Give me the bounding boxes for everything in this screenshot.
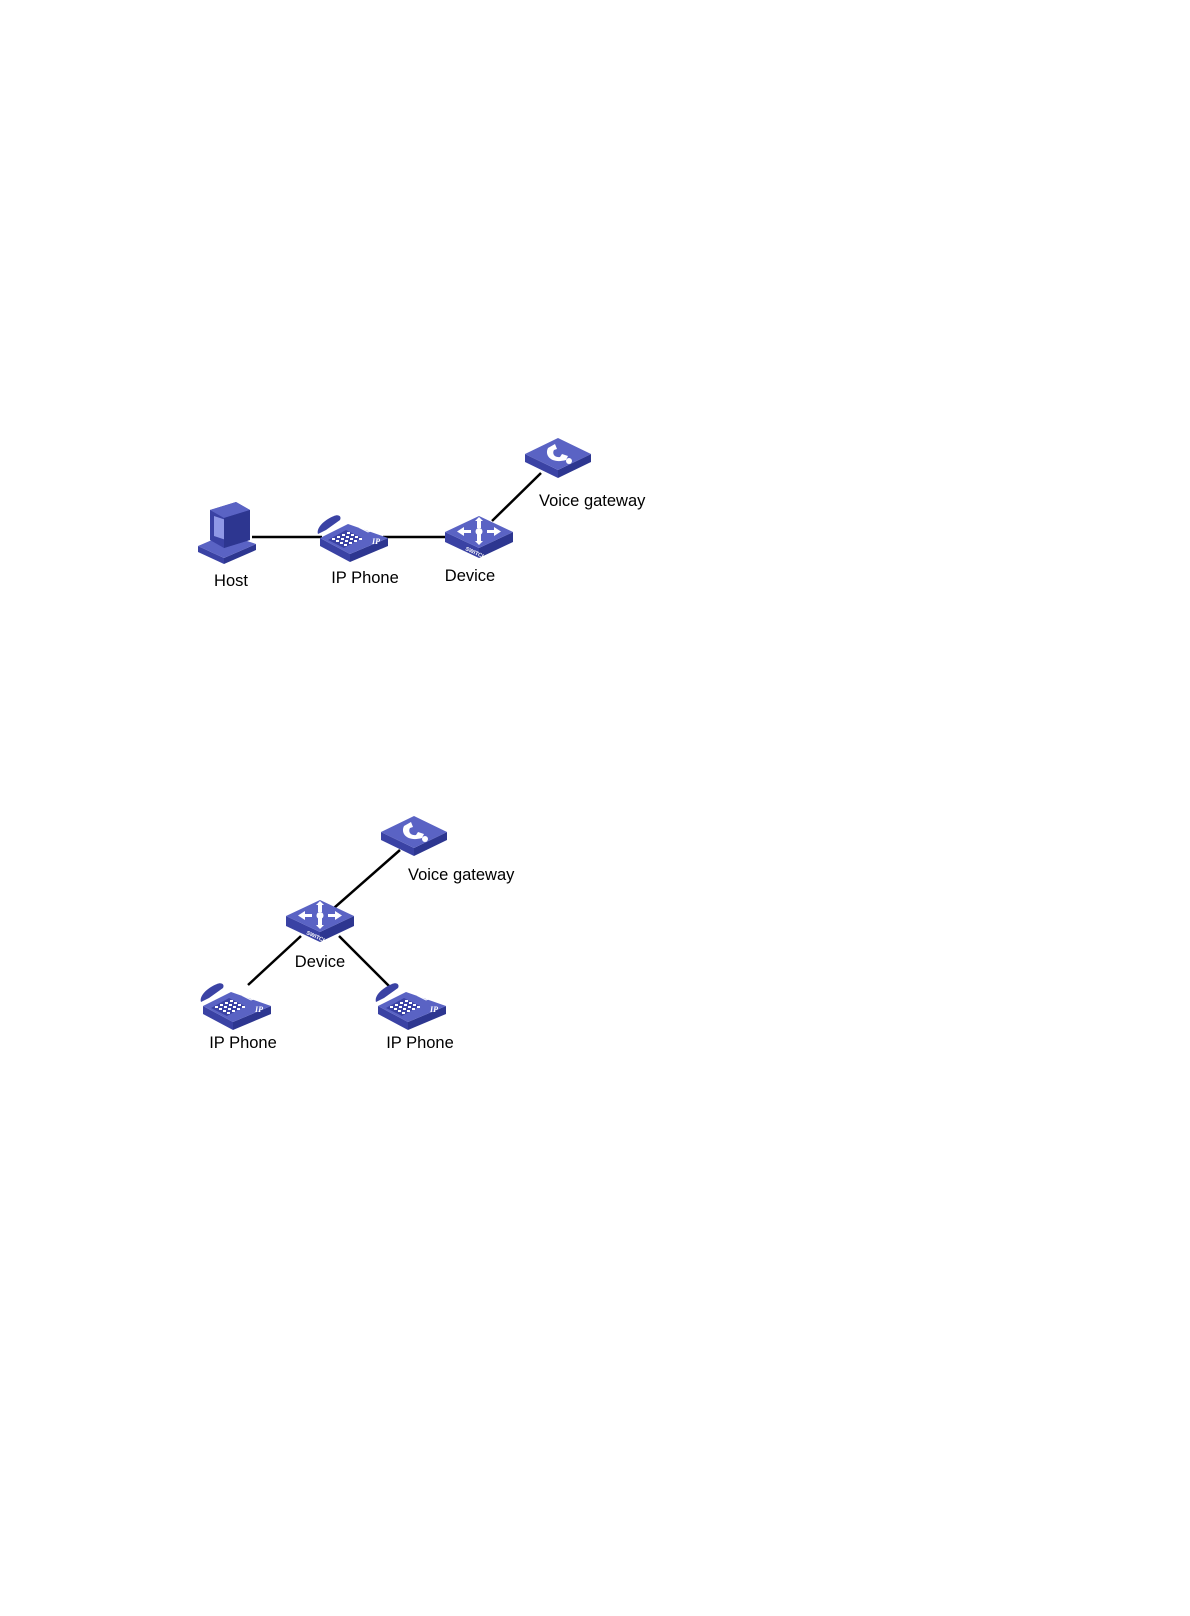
diagram1-node-voice-gateway: Voice gateway <box>525 438 646 510</box>
switch-icon <box>445 516 513 561</box>
computer-icon <box>198 502 256 564</box>
node-label-ip-phone-left: IP Phone <box>209 1034 277 1052</box>
diagram2-node-device: Device <box>286 900 354 971</box>
diagram1-node-host: Host <box>198 502 256 590</box>
node-label-device: Device <box>445 567 495 585</box>
link-device-voice-gateway-2 <box>334 850 400 908</box>
link-device-ip-phone-left <box>248 936 301 985</box>
diagram1-node-device: Device <box>445 516 513 585</box>
ip-phone-icon <box>201 983 271 1030</box>
diagram2-node-ip-phone-right: IP Phone <box>376 983 454 1052</box>
ip-phone-icon <box>318 515 388 562</box>
diagram2-node-voice-gateway: Voice gateway <box>381 816 515 884</box>
voice-gateway-icon <box>525 438 591 478</box>
node-label-device-2: Device <box>295 953 345 971</box>
node-label-ip-phone: IP Phone <box>331 569 399 587</box>
node-label-voice-gateway: Voice gateway <box>539 492 646 510</box>
node-label-host: Host <box>214 572 248 590</box>
diagram1-node-ip-phone: IP Phone <box>318 515 399 587</box>
ip-phone-icon <box>376 983 446 1030</box>
voice-gateway-icon <box>381 816 447 856</box>
link-device-ip-phone-right <box>339 936 392 989</box>
link-device-voice-gateway <box>492 473 541 521</box>
node-label-ip-phone-right: IP Phone <box>386 1034 454 1052</box>
diagram2-node-ip-phone-left: IP Phone <box>201 983 277 1052</box>
switch-icon <box>286 900 354 945</box>
node-label-voice-gateway-2: Voice gateway <box>408 866 515 884</box>
